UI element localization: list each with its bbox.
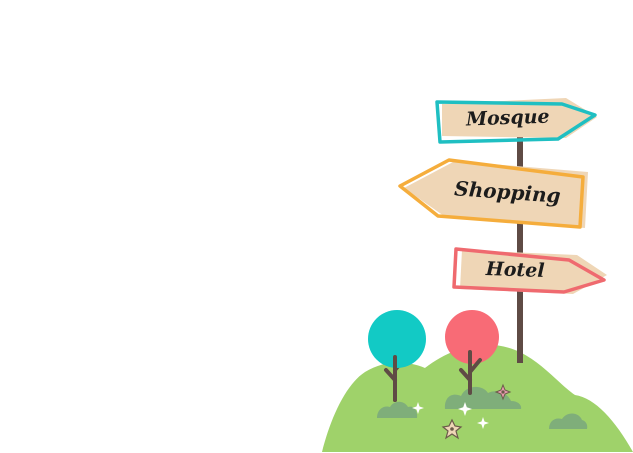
sign-label: Mosque (465, 106, 550, 131)
flower-icon (412, 402, 424, 414)
bush-icon (377, 401, 418, 418)
sign-mosque: Mosque (435, 98, 597, 144)
tree-trunk (459, 350, 482, 395)
bush-icon (444, 386, 522, 409)
tree-icon (445, 310, 499, 364)
bush-icon (549, 413, 588, 429)
tree-left (368, 310, 426, 402)
sign-border (452, 247, 606, 294)
sign-border (398, 158, 585, 229)
sign-border (435, 100, 597, 144)
tree-right (445, 310, 499, 395)
flower-icon (494, 383, 512, 401)
signpost-pole (517, 128, 523, 363)
sign-hotel: Hotel (452, 247, 607, 294)
flower-icon (477, 417, 489, 429)
sign-board (404, 161, 588, 228)
sign-shopping: Shopping (398, 158, 588, 229)
sign-label: Hotel (484, 258, 544, 282)
tree-icon (368, 310, 426, 368)
sign-board (442, 98, 597, 138)
flowers (412, 383, 512, 440)
bushes (377, 386, 588, 429)
flower-icon (441, 418, 463, 440)
flower-icon (458, 402, 472, 416)
